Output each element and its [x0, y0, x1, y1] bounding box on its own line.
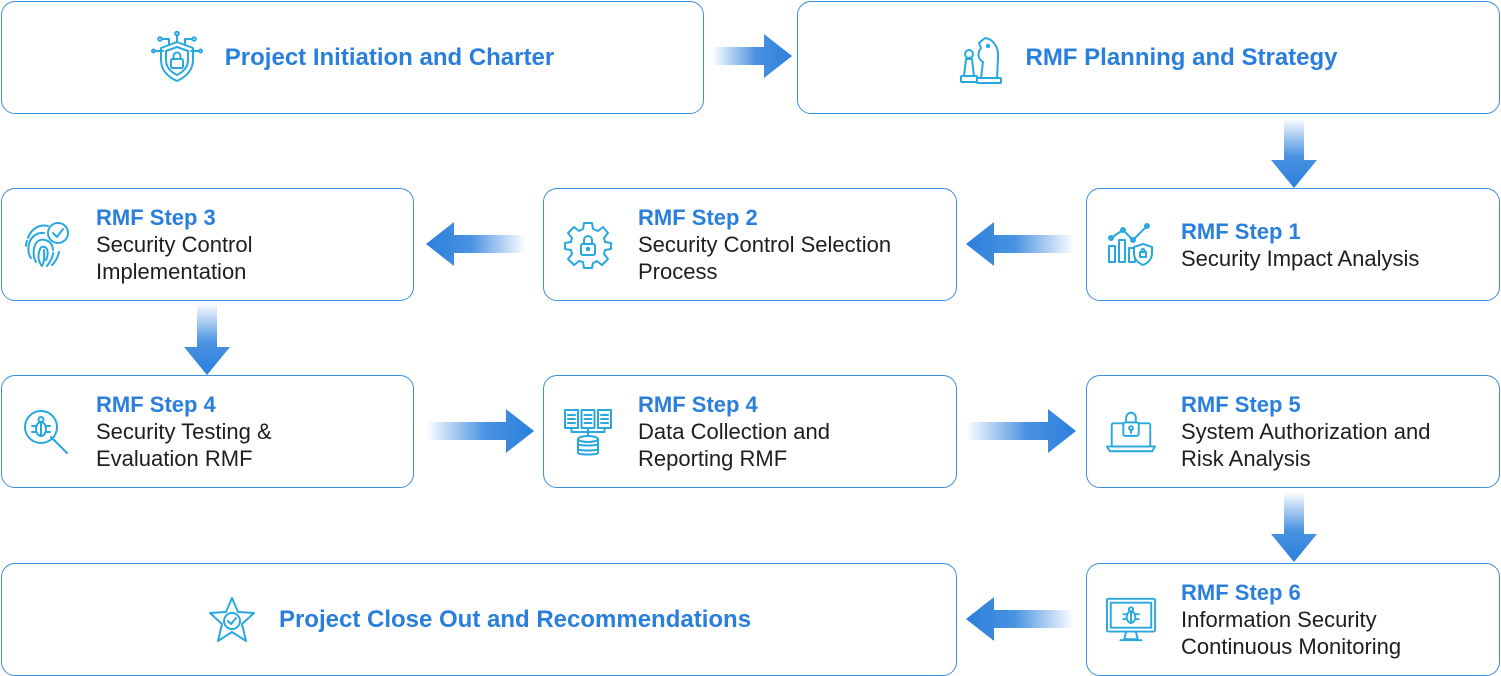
- node-title: RMF Planning and Strategy: [1025, 43, 1338, 71]
- step-description: System Authorization and Risk Analysis: [1181, 419, 1431, 471]
- step-label: RMF Step 4: [96, 392, 216, 417]
- fingerprint-check-icon: [20, 220, 72, 270]
- node-rmf-step-4-testing: RMF Step 4 Security Testing & Evaluation…: [1, 375, 414, 488]
- laptop-lock-icon: [1105, 409, 1157, 455]
- step-label: RMF Step 4: [638, 392, 758, 417]
- node-rmf-step-5: RMF Step 5 System Authorization and Risk…: [1086, 375, 1500, 488]
- step-description: Data Collection and Reporting RMF: [638, 419, 831, 471]
- star-badge-check-icon: [207, 595, 257, 645]
- step-label: RMF Step 1: [1181, 218, 1301, 244]
- step-label: RMF Step 2: [638, 205, 758, 230]
- node-rmf-planning: RMF Planning and Strategy: [797, 1, 1500, 114]
- magnifier-bug-icon: [20, 407, 72, 457]
- arrow-right: [966, 409, 1076, 453]
- arrow-left: [426, 222, 526, 266]
- node-project-initiation: Project Initiation and Charter: [1, 1, 704, 114]
- node-project-close-out: Project Close Out and Recommendations: [1, 563, 957, 676]
- step-label: RMF Step 5: [1181, 392, 1301, 417]
- step-description: Security Testing & Evaluation RMF: [96, 419, 272, 471]
- shield-lock-circuit-icon: [150, 30, 203, 86]
- gear-lock-icon: [562, 220, 614, 270]
- arrow-left: [966, 597, 1074, 641]
- monitor-bug-icon: [1105, 595, 1157, 645]
- step-label: RMF Step 6: [1181, 580, 1301, 605]
- node-rmf-step-1: RMF Step 1 Security Impact Analysis: [1086, 188, 1500, 301]
- step-description: Security Control Selection Process: [638, 232, 892, 284]
- arrow-down: [1271, 118, 1317, 188]
- step-description: Security Control Implementation: [96, 232, 253, 284]
- step-description: Security Impact Analysis: [1181, 245, 1420, 271]
- arrow-left: [966, 222, 1074, 266]
- arrow-down: [184, 303, 230, 375]
- chess-pieces-icon: [959, 32, 1003, 84]
- arrow-down: [1271, 492, 1317, 562]
- step-label: RMF Step 3: [96, 205, 216, 230]
- node-rmf-step-6: RMF Step 6 Information Security Continuo…: [1086, 563, 1500, 676]
- step-description: Information Security Continuous Monitori…: [1181, 607, 1402, 659]
- node-rmf-step-2: RMF Step 2 Security Control Selection Pr…: [543, 188, 957, 301]
- node-title: Project Initiation and Charter: [224, 43, 555, 71]
- arrow-right: [426, 409, 534, 453]
- arrow-right: [712, 34, 792, 78]
- server-database-icon: [562, 407, 614, 457]
- node-rmf-step-3: RMF Step 3 Security Control Implementati…: [1, 188, 414, 301]
- node-rmf-step-4-data: RMF Step 4 Data Collection and Reporting…: [543, 375, 957, 488]
- node-title: Project Close Out and Recommendations: [278, 605, 752, 633]
- chart-shield-icon: [1105, 222, 1157, 268]
